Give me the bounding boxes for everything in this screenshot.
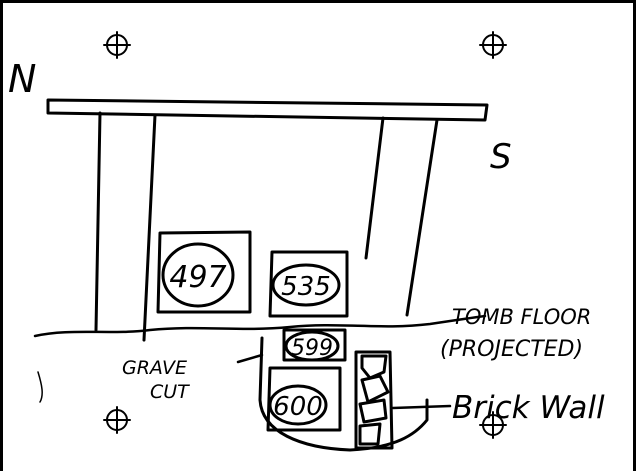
south-label: S [490, 137, 512, 177]
sketch-mark-left [38, 372, 42, 402]
tomb-wall-outer-south [407, 120, 437, 315]
tomb-wall-inner-north [144, 115, 155, 340]
registration-mark-bottom-left [104, 407, 130, 433]
registration-mark-top-left [104, 32, 130, 58]
context-label-599: 599 [291, 336, 333, 361]
tomb-floor-line [35, 316, 485, 336]
registration-mark-top-right [480, 32, 506, 58]
tomb-wall-inner-south [366, 118, 383, 258]
grave-cut-label-line1: GRAVE [122, 357, 187, 379]
tomb-floor-label-line1: TOMB FLOOR [452, 305, 591, 329]
context-label-535: 535 [281, 272, 331, 302]
grave-cut-leader [238, 355, 262, 362]
context-label-497: 497 [169, 260, 226, 295]
tomb-lintel [48, 100, 487, 120]
context-label-600: 600 [273, 392, 323, 422]
tomb-floor-label-line2: (PROJECTED) [440, 337, 583, 362]
brick-wall-label: Brick Wall [452, 390, 605, 426]
north-label: N [8, 57, 36, 101]
tomb-wall-outer-north [96, 113, 100, 330]
brick-wall-column [356, 352, 392, 448]
brick-wall-leader [393, 406, 450, 408]
grave-cut-label-line2: CUT [150, 381, 190, 403]
